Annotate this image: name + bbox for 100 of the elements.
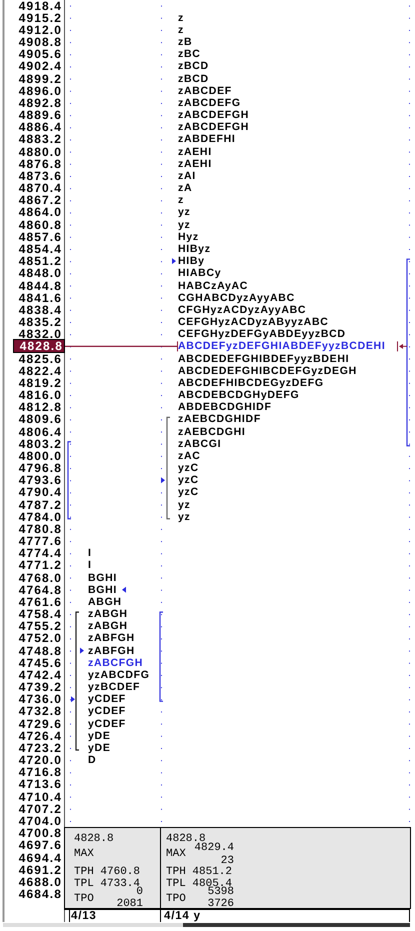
tpo-letters: yz xyxy=(178,498,190,511)
price-label: 4899.2 xyxy=(18,72,62,85)
stats-text: 23 xyxy=(220,856,234,867)
tpo-letters: Hyz xyxy=(178,230,199,243)
price-label: 4844.8 xyxy=(18,280,62,292)
tpo-letters: yzBCDEF xyxy=(88,681,140,694)
tpo-letters: yzC xyxy=(178,474,199,486)
tpo-letters: CEFGHyzDEFGyABDEyyzBCD xyxy=(178,328,346,340)
tpo-letters: zAC xyxy=(178,450,201,462)
price-label: 4787.2 xyxy=(18,498,62,511)
price-label: 4864.0 xyxy=(18,206,62,218)
tpo-letters: z xyxy=(178,12,184,24)
price-label: 4806.4 xyxy=(18,426,62,438)
tpo-letters: I xyxy=(88,559,92,572)
price-label: 4726.4 xyxy=(18,730,62,742)
price-label: 4780.8 xyxy=(18,522,62,535)
price-label: 4771.2 xyxy=(18,559,62,572)
price-label: 4873.6 xyxy=(18,170,62,182)
price-label: 4755.2 xyxy=(18,620,62,632)
price-label: 4729.6 xyxy=(18,718,62,730)
tpo-letters: D xyxy=(88,754,96,766)
tpo-letters: zABDEFHI xyxy=(178,133,236,146)
price-label: 4896.0 xyxy=(18,84,62,97)
tpo-letters: CFGHyzACDyzAyyABC xyxy=(178,304,306,316)
price-label: 4857.6 xyxy=(18,230,62,243)
tpo-letters: zBC xyxy=(178,48,201,60)
price-label: 4777.6 xyxy=(18,535,62,548)
date-label: 4/14 y xyxy=(164,910,201,922)
tpo-letters: zAEHI xyxy=(178,158,212,170)
price-label: 4905.6 xyxy=(18,48,62,60)
price-label: 4732.8 xyxy=(18,705,62,718)
price-label: 4912.0 xyxy=(18,24,62,36)
tpo-letters: yCDEF xyxy=(88,693,126,706)
tpo-letters: ABGH xyxy=(88,596,122,608)
price-label: 4742.4 xyxy=(18,668,62,681)
tpo-letters: zABFGH xyxy=(88,644,135,657)
tpo-letters: yDE xyxy=(88,742,111,754)
tpo-letters: ABCDEDEFGHIBCDEFGyzDEGH xyxy=(178,364,357,377)
tpo-letters: yCDEF xyxy=(88,718,126,730)
tpo-letters: zAEHI xyxy=(178,146,212,158)
price-label: 4803.2 xyxy=(18,438,62,450)
stats-text: TPH 4851.2 xyxy=(166,867,232,878)
price-label: 4723.2 xyxy=(18,742,62,754)
tpo-letters: ABCDEDEFGHIBDEFyyzBDEHI xyxy=(178,352,350,365)
tpo-letters: zBCD xyxy=(178,60,209,72)
tpo-letters: I xyxy=(88,547,92,560)
price-label: 4809.6 xyxy=(18,413,62,426)
stats-text: TPH 4760.8 xyxy=(74,867,140,878)
tpo-letters: zABGH xyxy=(88,608,128,620)
price-label: 4700.8 xyxy=(18,827,62,840)
price-label: 4761.6 xyxy=(18,596,62,608)
tpo-letters: ABCDEBCDGHyDEFG xyxy=(178,389,300,402)
price-label: 4880.0 xyxy=(18,146,62,158)
price-label: 4800.0 xyxy=(18,450,62,462)
tpo-letters: ABCDEFHIBCDEGyzDEFG xyxy=(178,376,324,389)
stats-panel xyxy=(160,827,411,909)
price-label: 4793.6 xyxy=(18,474,62,486)
price-label: 4819.2 xyxy=(18,376,62,389)
tpo-letters: yCDEF xyxy=(88,705,126,718)
price-label: 4886.4 xyxy=(18,121,62,134)
price-label: 4691.2 xyxy=(18,864,62,876)
stats-text: MAX xyxy=(74,849,94,860)
tpo-letters: HIByz xyxy=(178,243,211,255)
tpo-letters: zABCDEFGH xyxy=(178,121,250,134)
stats-text: MAX xyxy=(166,849,186,860)
tpo-letters: yzC xyxy=(178,486,199,498)
tpo-letters: BGHI xyxy=(88,572,118,584)
stats-panel xyxy=(64,827,162,909)
price-label: 4774.4 xyxy=(18,547,62,560)
price-label: 4892.8 xyxy=(18,96,62,109)
price-label: 4694.4 xyxy=(18,852,62,864)
current-price-label: 4828.8 xyxy=(13,339,65,354)
stats-text: TPO xyxy=(74,894,94,905)
tpo-letters: HABCzAyAC xyxy=(178,280,248,292)
tpo-letters: zABFGH xyxy=(88,632,135,644)
price-label: 4902.4 xyxy=(18,60,62,72)
price-label: 4848.0 xyxy=(18,267,62,280)
price-label: 4697.6 xyxy=(18,839,62,852)
stats-text: 0 xyxy=(136,887,143,898)
tpo-letters: CGHABCDyzAyyABC xyxy=(178,292,295,304)
price-label: 4745.6 xyxy=(18,656,62,669)
tpo-letters: ABCDEFyzDEFGHIABDEFyyzBCDEHI xyxy=(178,340,386,352)
price-label: 4841.6 xyxy=(18,292,62,304)
tpo-letters: zAEBCDGHI xyxy=(178,426,246,438)
price-label: 4918.4 xyxy=(18,0,62,12)
price-label: 4752.0 xyxy=(18,632,62,644)
price-label: 4870.4 xyxy=(18,182,62,194)
tpo-letters: yzABCDFG xyxy=(88,668,150,681)
price-label: 4768.0 xyxy=(18,572,62,584)
price-label: 4748.8 xyxy=(18,644,62,657)
tpo-letters: zABCDEF xyxy=(178,84,232,97)
tpo-letters: HIABCy xyxy=(178,267,222,280)
price-label: 4784.0 xyxy=(18,510,62,523)
price-label: 4860.8 xyxy=(18,218,62,231)
tpo-letters: yz xyxy=(178,206,190,218)
tpo-letters: z xyxy=(178,194,184,206)
price-label: 4713.6 xyxy=(18,778,62,790)
price-label: 4838.4 xyxy=(18,304,62,316)
tpo-letters: zBCD xyxy=(178,72,209,85)
price-label: 4915.2 xyxy=(18,12,62,24)
